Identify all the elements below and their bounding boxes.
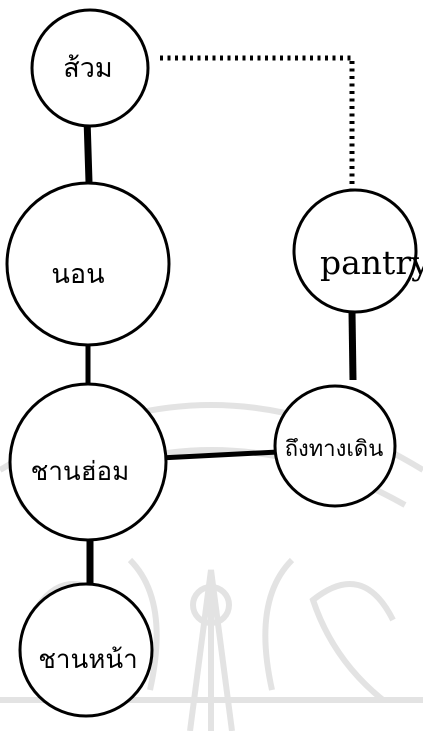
link-pantry-walkway — [352, 312, 353, 380]
node-walkway-label: ถึงทางเดิน — [285, 437, 384, 462]
node-pantry-label: pantry — [320, 243, 423, 282]
link-toilet-bedroom — [87, 118, 89, 182]
node-bedroom-label: นอน — [51, 259, 104, 290]
node-front: ชานหน้า — [20, 584, 152, 716]
node-pantry: pantry — [294, 190, 423, 312]
node-toilet-label: ส้วม — [63, 53, 112, 84]
node-front-label: ชานหน้า — [38, 645, 138, 675]
node-bedroom: นอน — [7, 183, 169, 345]
link-toilet-pantry-dotted — [160, 58, 352, 192]
node-terrace: ชานฮ่อม — [10, 384, 166, 540]
node-toilet: ส้วม — [32, 10, 148, 126]
node-walkway: ถึงทางเดิน — [275, 386, 395, 506]
node-terrace-label: ชานฮ่อม — [31, 457, 130, 487]
